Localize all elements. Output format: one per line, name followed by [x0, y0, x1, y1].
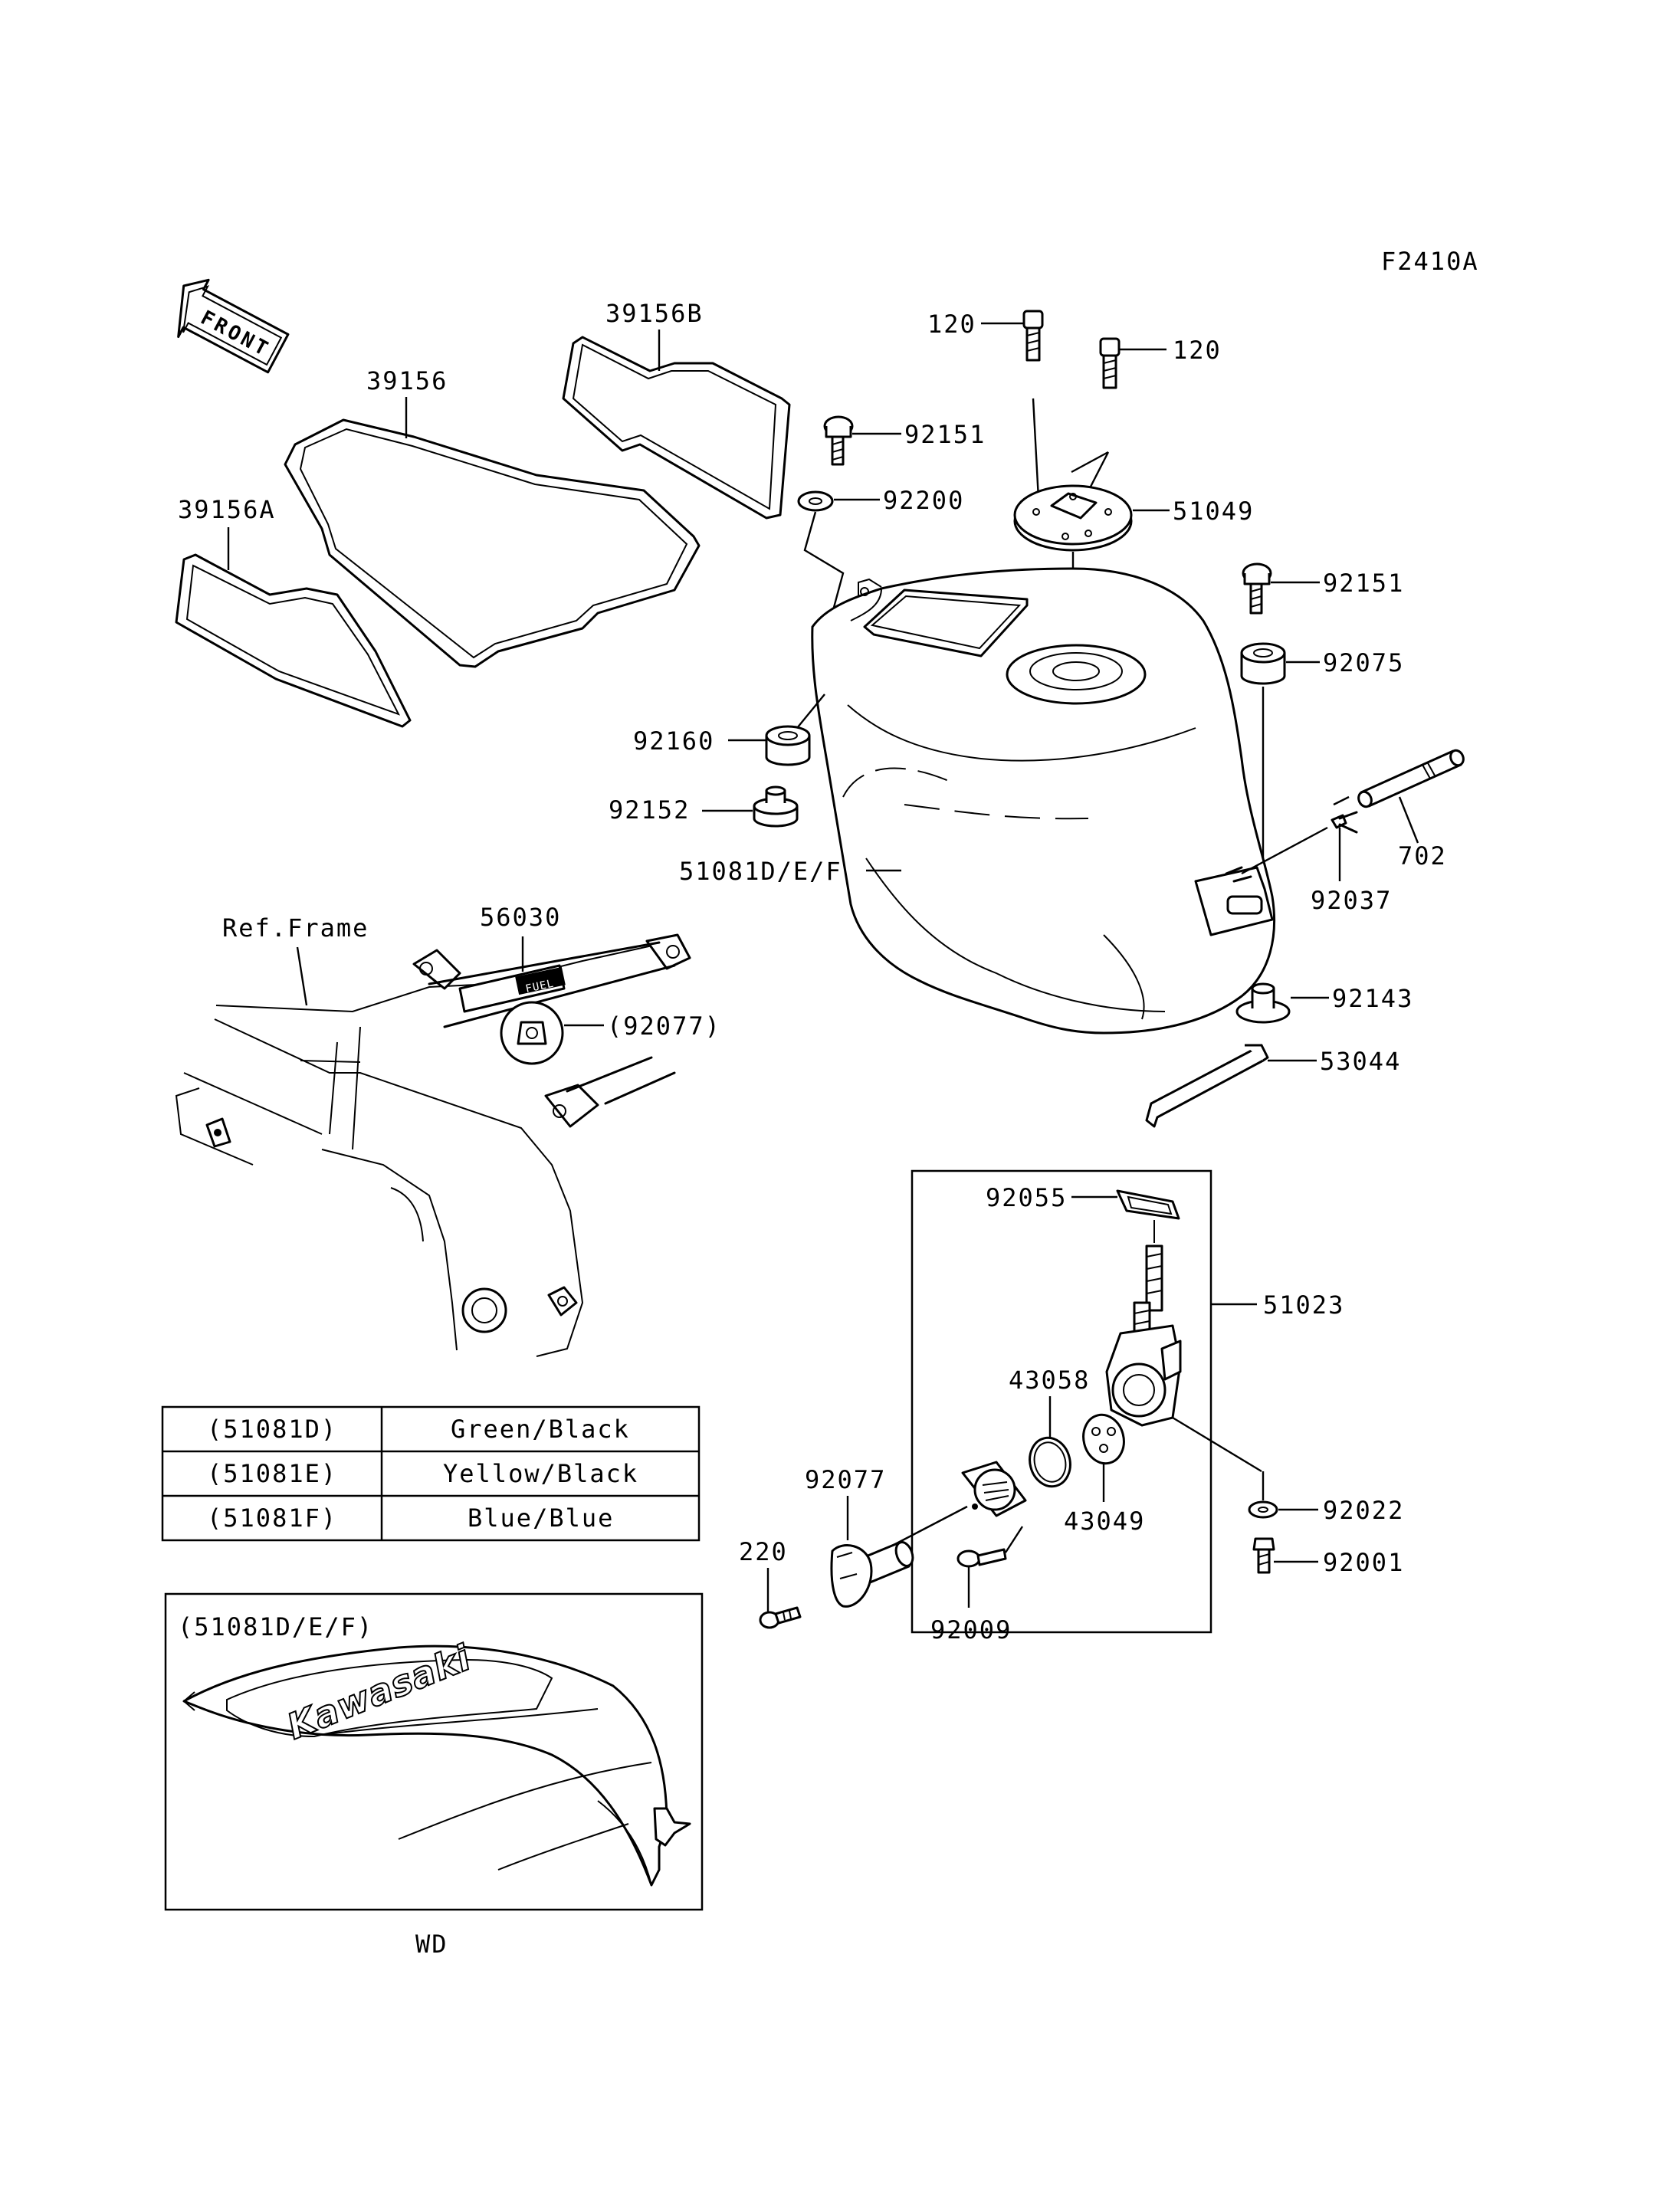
label-39156A: 39156A	[178, 495, 276, 524]
label-43058: 43058	[1009, 1366, 1090, 1395]
clip-92037	[1331, 811, 1358, 834]
color-table-code-1: (51081D)	[207, 1415, 337, 1444]
front-arrow-icon: FRONT	[177, 278, 290, 374]
label-92075: 92075	[1323, 648, 1404, 677]
label-51081DEF: 51081D/E/F	[679, 857, 842, 886]
pad-39156	[284, 418, 701, 668]
fuel-decal-56030: FUEL	[458, 964, 566, 1013]
label-39156: 39156	[366, 366, 448, 395]
gasket-92055	[1116, 1189, 1180, 1220]
gasket-43049	[1082, 1413, 1125, 1465]
o-ring-43058	[1029, 1436, 1071, 1488]
filler-cap-51049	[1013, 484, 1133, 552]
washer-92200	[797, 490, 834, 512]
label-92143: 92143	[1332, 984, 1413, 1013]
pad-39156A	[175, 553, 412, 728]
washer-92022	[1248, 1500, 1278, 1519]
fuel-cock-plate	[961, 1461, 1027, 1517]
label-92160: 92160	[633, 726, 714, 756]
label-56030: 56030	[480, 903, 561, 932]
frame-reference	[175, 933, 691, 1357]
label-220: 220	[739, 1537, 788, 1566]
label-120-left: 120	[927, 310, 976, 339]
screw-220	[759, 1606, 802, 1629]
screw-120-left	[1022, 310, 1044, 362]
inset-title: (51081D/E/F)	[178, 1612, 373, 1641]
label-92055: 92055	[986, 1183, 1067, 1212]
knob-ref-92077	[500, 1001, 564, 1065]
color-table-code-3: (51081F)	[207, 1503, 337, 1533]
label-51049: 51049	[1173, 497, 1254, 526]
label-92001: 92001	[1323, 1548, 1404, 1577]
color-table-color-1: Green/Black	[451, 1415, 630, 1444]
label-51023: 51023	[1263, 1290, 1344, 1320]
collar-92152	[753, 785, 799, 828]
diagram-code: F2410A	[1381, 247, 1479, 276]
ref-frame-label: Ref.Frame	[222, 913, 369, 943]
color-table-code-2: (51081E)	[207, 1459, 337, 1488]
damper-92160	[765, 725, 811, 766]
damper-92075	[1240, 642, 1286, 685]
fuel-cock-box	[911, 1169, 1212, 1634]
fuel-decal-text: FUEL	[524, 978, 555, 995]
color-table-color-2: Yellow/Black	[443, 1459, 638, 1488]
label-43049: 43049	[1064, 1507, 1145, 1536]
label-92151-top: 92151	[904, 420, 986, 449]
color-table-color-3: Blue/Blue	[468, 1503, 614, 1533]
label-92009: 92009	[930, 1615, 1012, 1644]
fuel-tank-51081DEF	[811, 567, 1276, 1035]
label-92037: 92037	[1311, 886, 1392, 915]
strip-53044	[1145, 1044, 1269, 1128]
label-92022: 92022	[1323, 1496, 1404, 1525]
screw-92009	[956, 1548, 1007, 1568]
label-92152: 92152	[609, 795, 690, 825]
inset-caption: WD	[415, 1930, 448, 1959]
pad-39156B	[562, 336, 791, 520]
color-table: (51081D) Green/Black (51081E) Yellow/Bla…	[161, 1405, 701, 1542]
fuel-cock-body	[1105, 1244, 1182, 1427]
collar-92143	[1235, 982, 1291, 1024]
knob-92077	[830, 1540, 914, 1608]
label-92077-ref: (92077)	[607, 1012, 721, 1041]
label-39156B: 39156B	[605, 299, 704, 328]
hose-702	[1357, 749, 1465, 808]
label-92200: 92200	[883, 486, 964, 515]
label-120-right: 120	[1173, 336, 1222, 365]
bolt-92151-right	[1242, 562, 1272, 615]
label-53044: 53044	[1320, 1047, 1401, 1076]
label-92151-right: 92151	[1323, 569, 1404, 598]
bolt-92151-top	[823, 415, 854, 466]
screw-120-right	[1099, 337, 1121, 389]
label-702: 702	[1398, 841, 1447, 871]
tank-graphic-inset: (51081D/E/F) Kawasaki	[164, 1592, 704, 1911]
bolt-92001	[1252, 1537, 1275, 1574]
label-92077: 92077	[805, 1465, 886, 1494]
